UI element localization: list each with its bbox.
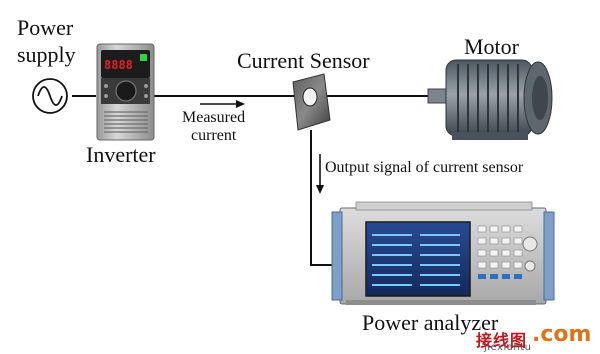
measured-current-arrow (200, 100, 245, 108)
current-sensor-clamp (292, 73, 331, 131)
power-supply-label-line2: supply (17, 42, 76, 67)
output-signal-label: Output signal of current sensor (325, 159, 524, 176)
inverter-label: Inverter (86, 142, 156, 167)
watermark-url: jiexiantu (484, 342, 532, 353)
motor-label: Motor (464, 34, 519, 59)
ac-source-icon (32, 78, 68, 114)
power-analyzer-label: Power analyzer (362, 310, 499, 335)
watermark-chinese: 接线图 (476, 331, 528, 350)
current-sensor-label: Current Sensor (237, 48, 370, 73)
measured-current-label-line2: current (191, 127, 237, 144)
power-analyzer-device (331, 201, 555, 305)
motor-device (427, 59, 553, 140)
inverter-device: 8888 (96, 43, 155, 141)
inverter-knob (115, 80, 137, 102)
inverter-display: 8888 (104, 58, 133, 72)
wire-sensor-to-analyzer (310, 130, 340, 266)
measured-current-label-line1: Measured (182, 109, 246, 126)
output-signal-arrow (316, 154, 324, 194)
power-supply-label-line1: Power (17, 15, 74, 40)
watermark-com: .com (532, 322, 592, 347)
